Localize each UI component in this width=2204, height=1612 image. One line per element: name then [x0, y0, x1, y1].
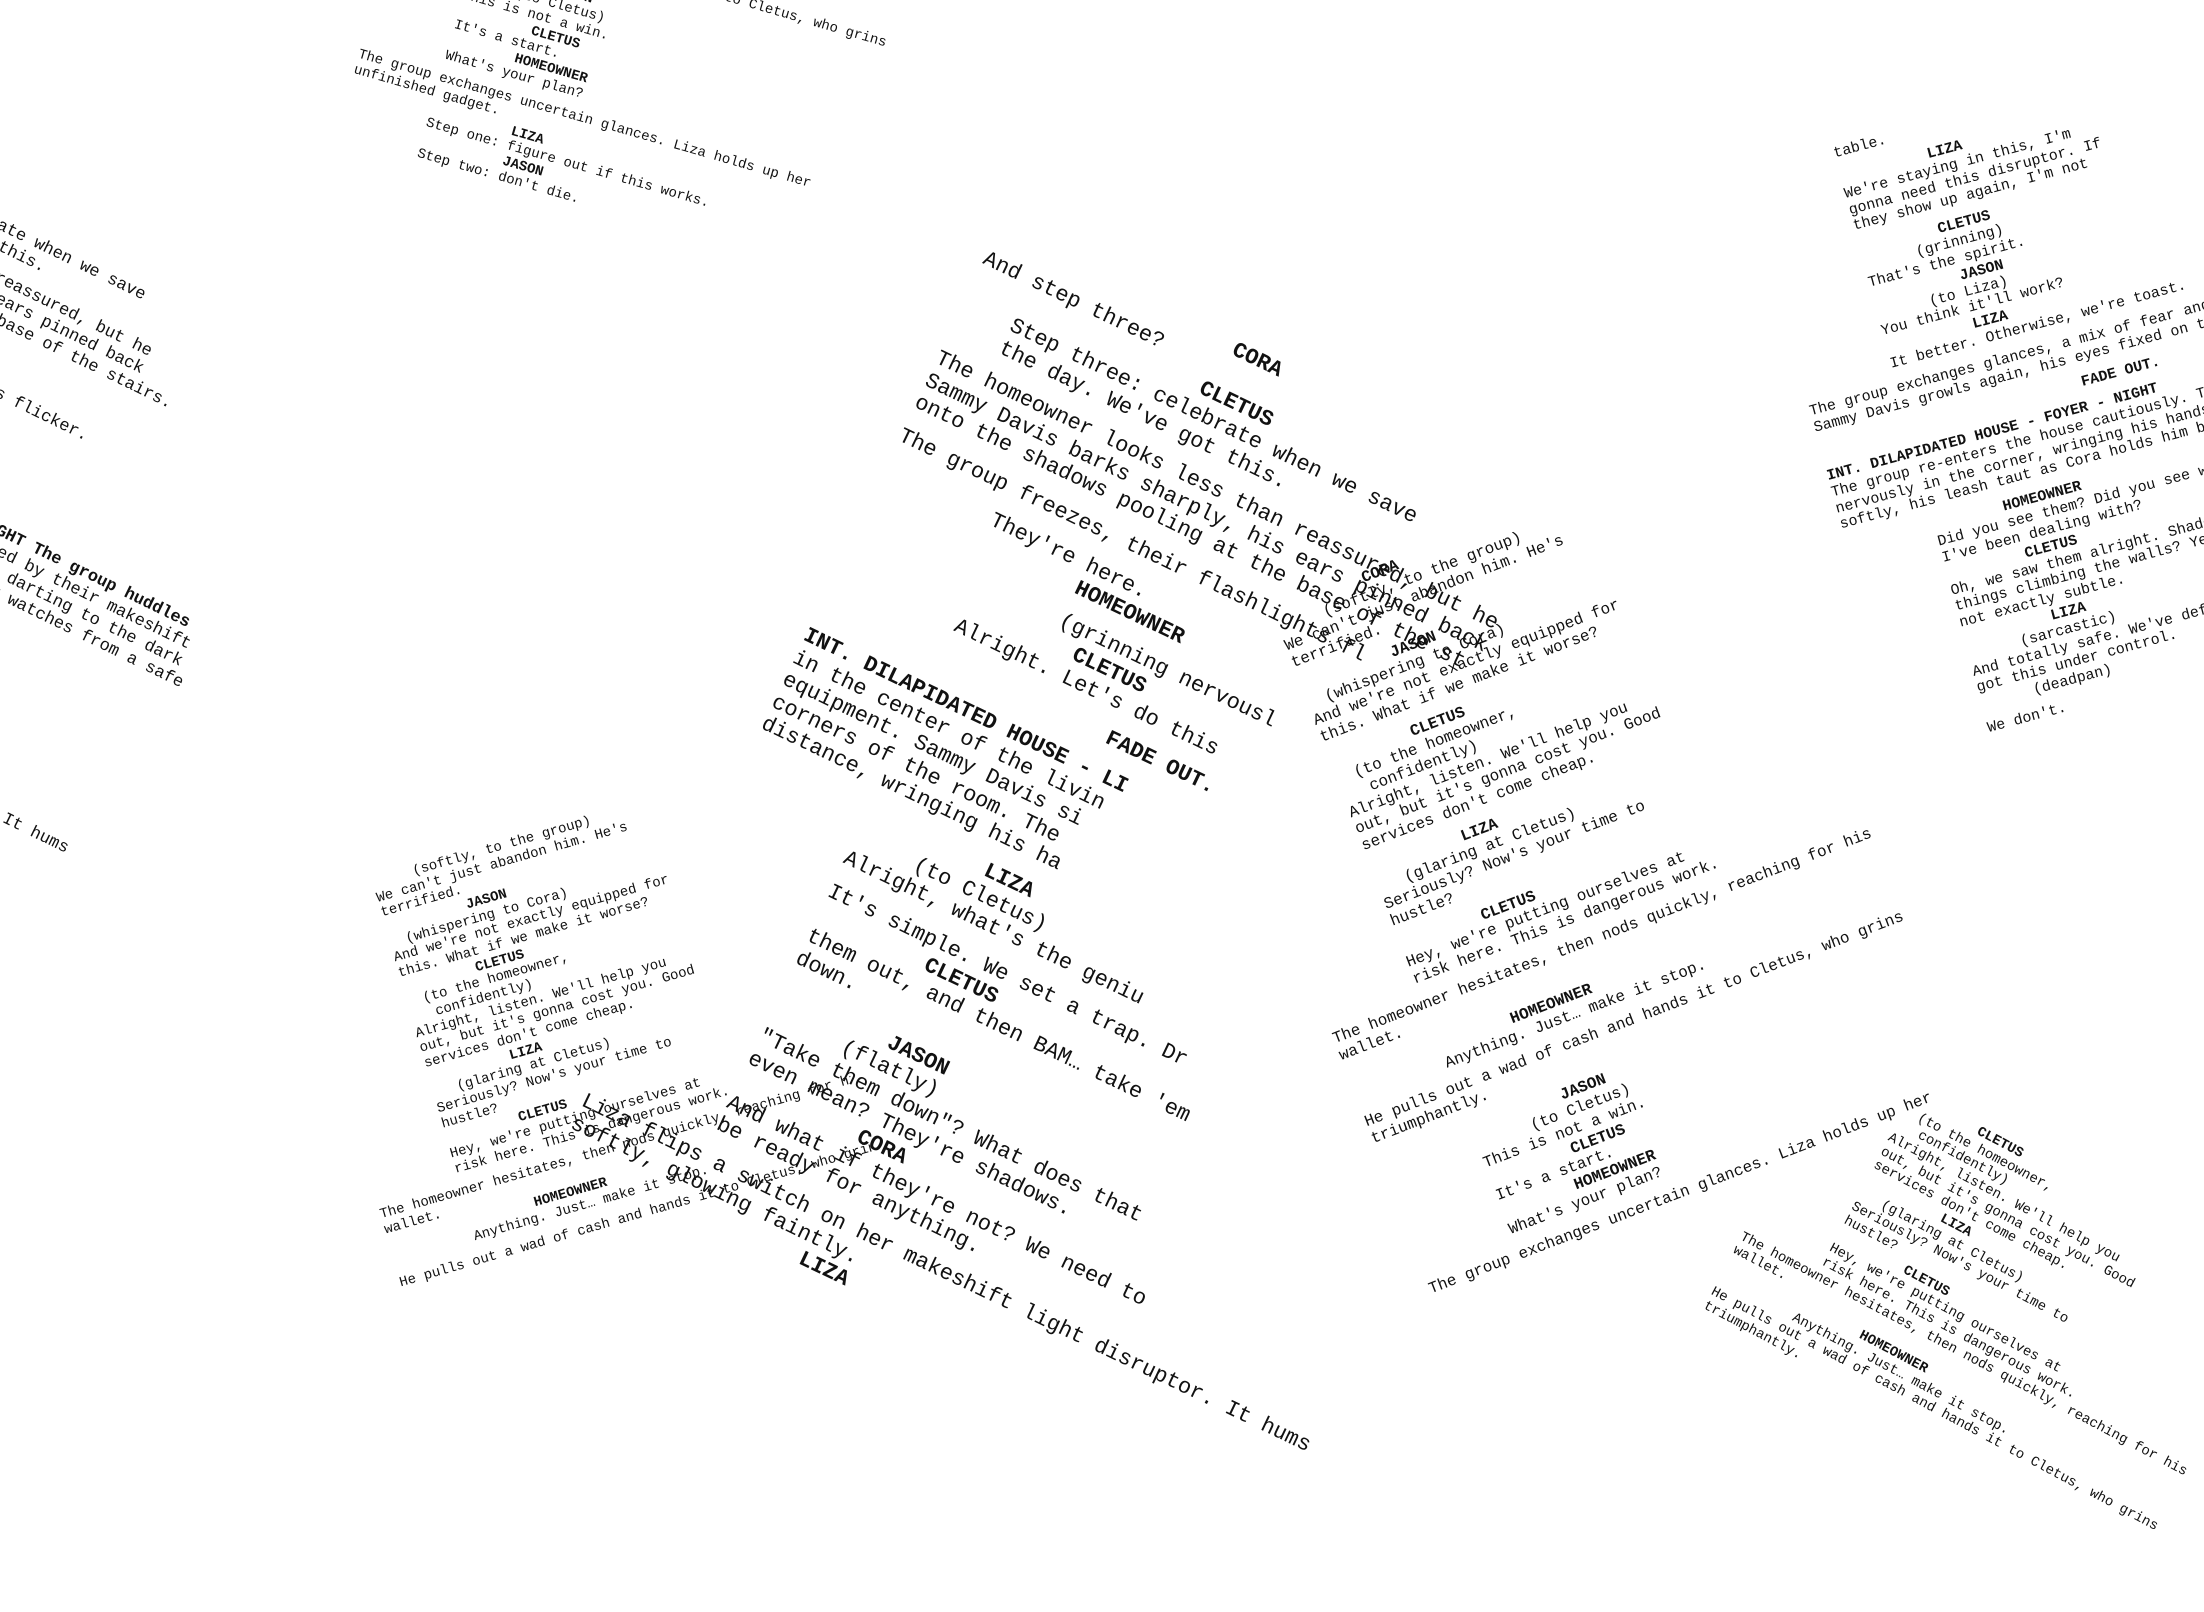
script-fragment-top-left: CLETUS Hey, we're putting ourselves at r…	[286, 0, 979, 463]
script-fragment-top-center: INT. DILAPIDATED HOUSE - LIVING ROOM - N…	[820, 0, 1920, 134]
